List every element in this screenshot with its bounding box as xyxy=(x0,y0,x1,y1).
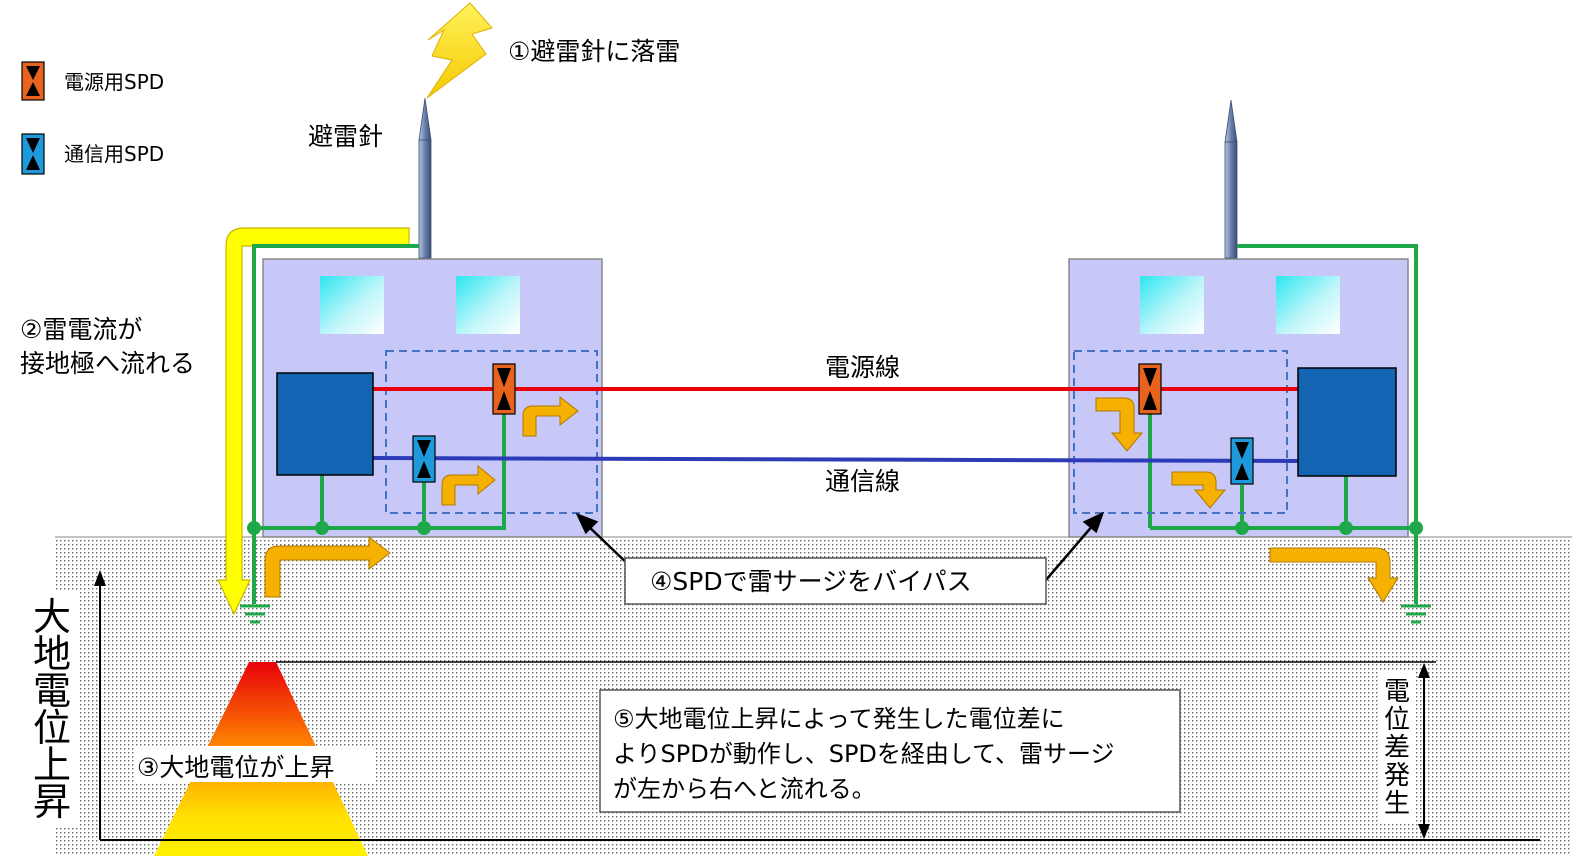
surge-arrow-icon xyxy=(522,395,579,437)
step4-callout-pointers xyxy=(575,511,1105,581)
potential-difference-arrow xyxy=(1418,663,1430,839)
left-junction-dots xyxy=(247,521,431,535)
lightning-current-arrow xyxy=(217,227,410,616)
lightning-rod-label: 避雷針 xyxy=(308,122,383,151)
lightning-bolt-icon xyxy=(426,2,493,99)
step5-description-box xyxy=(599,689,1181,813)
right-lightning-rod xyxy=(1224,99,1238,259)
step1-label: ①避雷針に落雷 xyxy=(508,37,680,66)
legend-power-spd-icon xyxy=(21,61,45,101)
left-ground-symbol xyxy=(240,604,270,624)
legend-power-spd-label: 電源用SPD xyxy=(64,70,164,94)
step4-callout-box xyxy=(624,557,1047,605)
vertical-char: 位 xyxy=(33,706,71,750)
vertical-char: 差 xyxy=(1384,733,1410,763)
vertical-char: 発 xyxy=(1384,761,1410,791)
legend-comm-spd-icon xyxy=(21,133,45,175)
step4-label: ④SPDで雷サージをバイパス xyxy=(650,567,972,596)
right-power-spd-icon xyxy=(1138,363,1162,415)
legend-comm-spd-label: 通信用SPD xyxy=(64,142,164,166)
potential-diff-vertical-label: 電 位 差 発 生 xyxy=(1384,677,1410,819)
comm-line xyxy=(371,456,1301,463)
vertical-char: 電 xyxy=(33,669,71,713)
left-equipment xyxy=(276,372,374,476)
ground-rise-axis-arrow xyxy=(94,570,106,840)
step2-label-line1: ②雷電流が xyxy=(20,315,142,344)
window xyxy=(456,276,520,334)
ground-rise-label-bg xyxy=(28,592,78,828)
potential-diff-label-bg xyxy=(1380,672,1416,822)
left-lightning-rod xyxy=(418,97,432,259)
window xyxy=(1140,276,1204,334)
comm-line-label: 通信線 xyxy=(825,467,900,496)
step2-label-line2: 接地極へ流れる xyxy=(20,349,195,378)
step5-label-line2: よりSPDが動作し、SPDを経由して、雷サージ xyxy=(613,740,1115,768)
surge-arrow-icon xyxy=(1095,397,1144,452)
vertical-char: 地 xyxy=(33,632,71,676)
right-comm-spd-icon xyxy=(1230,437,1254,485)
vertical-char: 昇 xyxy=(33,780,71,824)
step3-label-bg xyxy=(135,746,375,782)
step5-label-line1: ⑤大地電位上昇によって発生した電位差に xyxy=(613,705,1065,733)
left-ground-wiring xyxy=(252,244,506,604)
right-junction-dots xyxy=(1235,521,1423,535)
right-ground-symbol xyxy=(1401,604,1431,624)
surge-arrow-icon xyxy=(264,535,391,598)
vertical-char: 電 xyxy=(1384,677,1410,707)
step5-label-line3: が左から右へと流れる。 xyxy=(613,775,876,803)
right-spd-dashed-box xyxy=(1073,350,1288,514)
left-comm-spd-icon xyxy=(412,435,436,483)
surge-arrow-icon xyxy=(1171,471,1227,509)
vertical-char: 位 xyxy=(1384,705,1410,735)
surge-arrow-icon xyxy=(1269,547,1399,603)
vertical-char: 大 xyxy=(33,595,71,639)
window xyxy=(320,276,384,334)
surge-arrows xyxy=(264,395,1399,603)
surge-arrow-icon xyxy=(441,464,496,506)
right-ground-wiring xyxy=(1148,244,1418,604)
window xyxy=(1276,276,1340,334)
step3-label: ③大地電位が上昇 xyxy=(137,753,334,782)
right-equipment xyxy=(1297,367,1397,477)
vertical-char: 上 xyxy=(33,743,71,787)
vertical-char: 生 xyxy=(1384,789,1410,819)
left-power-spd-icon xyxy=(492,363,516,415)
left-spd-dashed-box xyxy=(385,350,598,514)
power-line-label: 電源線 xyxy=(825,353,900,382)
ground-rise-vertical-label: 大 地 電 位 上 昇 xyxy=(33,595,71,824)
